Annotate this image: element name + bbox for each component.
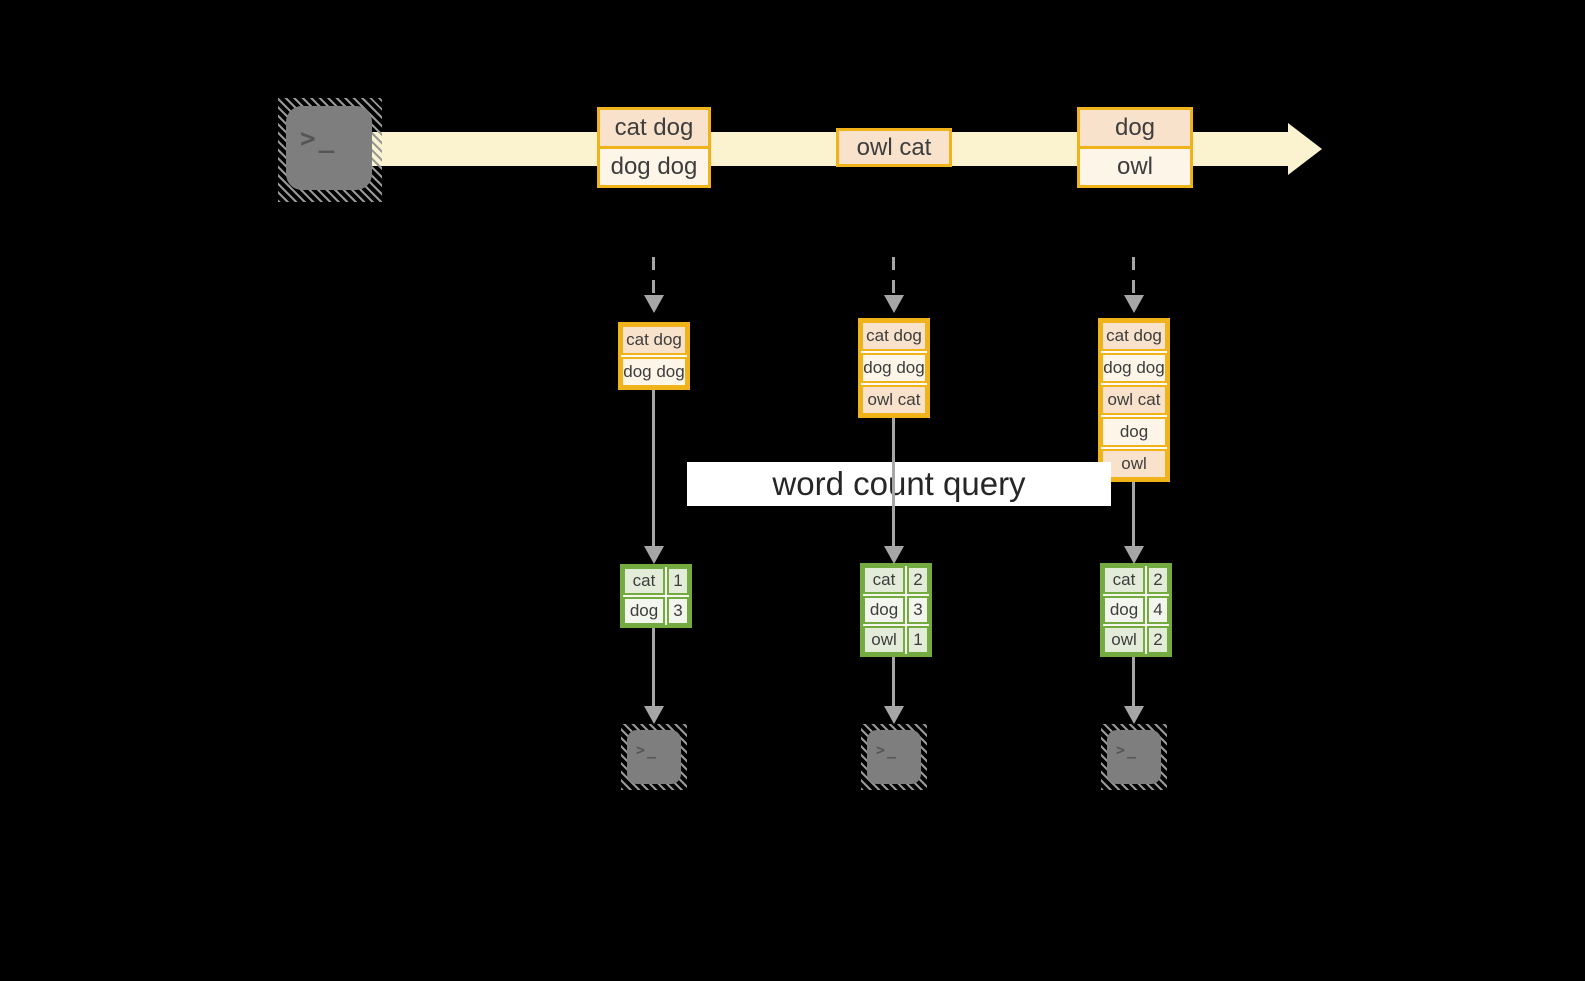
- query-arrow: [1132, 482, 1135, 546]
- terminal-prompt-icon: >_: [300, 124, 338, 154]
- query-arrowhead-icon: [644, 546, 664, 564]
- stream-event-box-2: owl cat: [836, 128, 952, 167]
- stream-arrowhead-icon: [1288, 123, 1322, 175]
- output-arrowhead-icon: [884, 706, 904, 724]
- terminal-window-icon: >_: [867, 730, 921, 784]
- count-value-cell: 1: [907, 626, 929, 654]
- stream-event-row: cat dog: [600, 110, 708, 146]
- output-arrowhead-icon: [644, 706, 664, 724]
- buffered-row: cat dog: [1101, 321, 1167, 351]
- buffered-row: dog dog: [1101, 353, 1167, 383]
- query-label: word count query: [687, 462, 1111, 506]
- terminal-window-icon: >_: [627, 730, 681, 784]
- buffered-row: owl cat: [1101, 385, 1167, 415]
- count-word-cell: owl: [863, 626, 905, 654]
- count-word-cell: cat: [623, 567, 665, 595]
- count-value-cell: 4: [1147, 596, 1169, 624]
- count-word-cell: dog: [1103, 596, 1145, 624]
- count-value-cell: 1: [667, 567, 689, 595]
- count-table-1: cat 1 dog 3: [620, 564, 692, 628]
- count-table-3: cat 2 dog 4 owl 2: [1100, 563, 1172, 657]
- output-arrow: [1132, 657, 1135, 706]
- ingest-arrow: [652, 257, 655, 295]
- sink-terminal-icon: >_: [621, 724, 687, 790]
- sink-terminal-icon: >_: [1101, 724, 1167, 790]
- ingest-arrow: [892, 257, 895, 295]
- buffered-row: cat dog: [621, 325, 687, 355]
- stream-event-box-3: dog owl: [1077, 107, 1193, 188]
- count-word-cell: owl: [1103, 626, 1145, 654]
- buffered-row: cat dog: [861, 321, 927, 351]
- ingest-arrowhead-icon: [884, 295, 904, 313]
- query-arrow: [892, 418, 895, 546]
- stream-event-row: dog dog: [600, 146, 708, 185]
- count-value-cell: 3: [667, 597, 689, 625]
- terminal-prompt-icon: >_: [876, 741, 899, 759]
- buffered-rows-box-2: cat dog dog dog owl cat: [858, 318, 930, 418]
- output-arrowhead-icon: [1124, 706, 1144, 724]
- count-value-cell: 2: [1147, 566, 1169, 594]
- count-word-cell: cat: [1103, 566, 1145, 594]
- count-word-cell: cat: [863, 566, 905, 594]
- terminal-prompt-icon: >_: [636, 741, 659, 759]
- count-value-cell: 2: [907, 566, 929, 594]
- terminal-prompt-icon: >_: [1116, 741, 1139, 759]
- query-arrowhead-icon: [1124, 546, 1144, 564]
- ingest-arrowhead-icon: [1124, 295, 1144, 313]
- terminal-window-icon: >_: [286, 106, 372, 190]
- stream-event-box-1: cat dog dog dog: [597, 107, 711, 188]
- buffered-row: owl: [1101, 449, 1167, 479]
- ingest-arrowhead-icon: [644, 295, 664, 313]
- count-value-cell: 2: [1147, 626, 1169, 654]
- count-value-cell: 3: [907, 596, 929, 624]
- buffered-row: dog dog: [861, 353, 927, 383]
- terminal-window-icon: >_: [1107, 730, 1161, 784]
- stream-event-row: owl cat: [839, 131, 949, 164]
- stream-event-row: dog: [1080, 110, 1190, 146]
- buffered-rows-box-3: cat dog dog dog owl cat dog owl: [1098, 318, 1170, 482]
- source-terminal-icon: >_: [278, 98, 382, 202]
- buffered-row: dog dog: [621, 357, 687, 387]
- sink-terminal-icon: >_: [861, 724, 927, 790]
- buffered-rows-box-1: cat dog dog dog: [618, 322, 690, 390]
- count-table-2: cat 2 dog 3 owl 1: [860, 563, 932, 657]
- count-word-cell: dog: [863, 596, 905, 624]
- count-word-cell: dog: [623, 597, 665, 625]
- buffered-row: owl cat: [861, 385, 927, 415]
- stream-event-row: owl: [1080, 146, 1190, 185]
- ingest-arrow: [1132, 257, 1135, 295]
- query-arrow: [652, 390, 655, 546]
- query-arrowhead-icon: [884, 546, 904, 564]
- buffered-row: dog: [1101, 417, 1167, 447]
- output-arrow: [652, 628, 655, 706]
- output-arrow: [892, 657, 895, 706]
